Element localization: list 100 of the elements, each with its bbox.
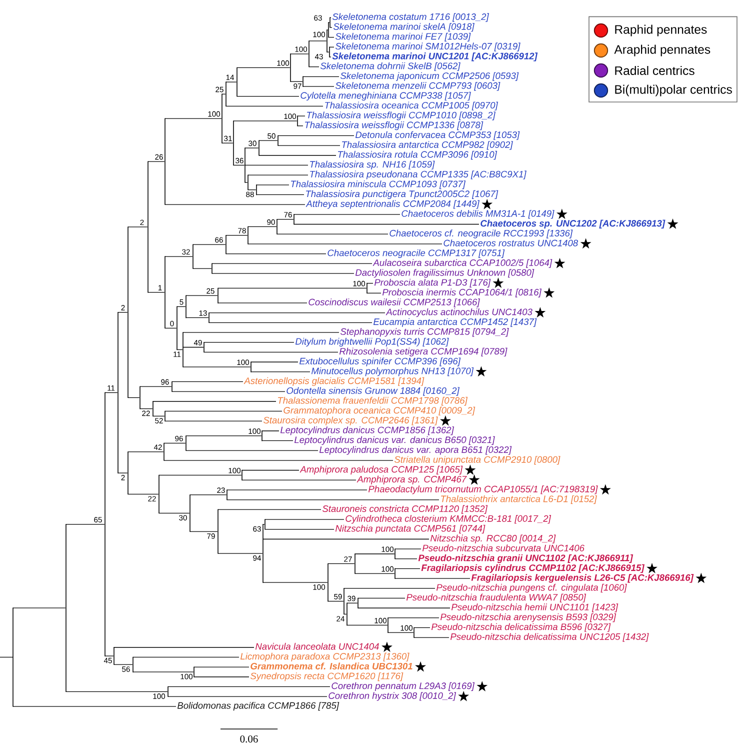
taxon-label: Stephanopyxis turris CCMP815 [0794_2] [340,328,509,337]
tree-branch [394,568,420,569]
tree-branch [186,450,318,451]
tree-branch [164,442,186,444]
tree-branch [366,292,382,294]
taxon-label: Thalassionema frauenfeldii CCMP1798 [0786] [278,396,468,406]
tree-branch [394,578,470,579]
taxon-label: Cylindrotheca closterium KMMCC:B-181 [0017_2] [346,515,552,524]
tree-branch [118,472,128,474]
taxon-label: Pseudo-nitzschia delicatissima B596 [0327] [431,623,611,632]
tree-branch [194,676,250,678]
tree-branch [244,164,308,166]
tree-branch [182,332,340,333]
tree-branch [330,27,332,28]
tree-branch [148,161,165,162]
tree-branch [236,67,290,68]
taxon-label: Fragilariopsis kerguelensis L26-C5 [AC:KJ866916] [471,574,694,583]
taxon-label: Chaetoceros neogracile CCMP1317 [0751] [328,249,505,258]
tree-branch [233,164,245,166]
tree-branch [248,189,256,190]
tree-branch [218,302,308,304]
tree-branch [346,602,358,604]
tree-branch [294,224,480,225]
taxon-label: Synedropsis recta CCMP1620 [1176] [250,672,404,682]
tree-branch [233,120,298,122]
taxon-label: Rhizosolenia setigera CCMP1694 [0789] [339,348,508,356]
taxon-label: Eucampia antarctica CCMP1452 [1437] [373,318,537,327]
tree-branch [414,627,430,628]
tree-branch [222,142,234,144]
tree-branch [186,317,209,318]
tree-branch [256,194,304,196]
taxon-label: Extubocellulus spinifer CCMP396 [696] [299,358,461,366]
tree-branch [388,632,414,633]
taxon-label: Pseudo-nitzschia pungens cf. cingulata [1060] [436,584,627,593]
tree-branch [256,184,290,186]
taxon-label: Pseudo-nitzschia arenysensis B593 [0329] [440,613,616,622]
taxon-label: Staurosira complex sp. CCMP2646 [1361] [263,416,438,426]
taxon-label: Thalassiosira miniscula CCMP1093 [0737] [291,180,466,190]
tree-branch [164,118,222,119]
tree-branch [226,499,440,500]
tree-branch [192,268,212,269]
tree-branch [164,420,262,422]
tree-branch [158,512,190,514]
tree-branch [172,381,244,382]
tree-branch [66,691,168,692]
tree-branch [114,647,254,648]
taxon-label: Phaeodactylum tricornutum CCAP1055/1 [AC:7198319] [368,485,598,494]
tree-branch [182,346,204,348]
tree-branch [226,253,326,254]
tree-branch [329,46,334,48]
tree-branch [258,140,278,141]
taxon-label: Skeletonema dohrnii SkelB [0562] [320,62,460,72]
taxon-label: Coscinodiscus wailesii CCMP2513 [1066] [308,298,480,308]
tree-branch [148,292,165,293]
tree-branch [328,600,344,602]
tree-branch [244,182,248,183]
tree-branch [394,558,418,560]
taxon-label: Leptocylindrus danicus CCMP1856 [1362] [280,426,454,436]
legend-label: Radial centrics [615,66,694,76]
tree-branch [212,263,372,264]
tree-branch [354,573,395,574]
taxon-label: Pseudo-nitzschia hemii UNC1101 [1423] [451,604,618,612]
taxon-label: Pseudo-nitzschia granii UNC1102 [AC:KJ866911] [418,554,634,564]
tree-branch [258,155,336,156]
tree-branch [132,656,240,658]
taxon-label: Licmophora paradoxa CCMP2313 [1360] [240,652,410,662]
taxon-label: Cylotella meneghiniana CCMP338 [1057] [300,92,471,101]
tree-branch [248,174,308,176]
tree-branch [394,548,422,550]
tree-branch [294,214,400,215]
taxon-label: Pseudo-nitzschia fraudulenta WWA7 [0850] [406,594,586,602]
tree-branch [276,219,294,220]
tree-branch [186,295,218,296]
tree-branch [164,460,394,461]
tree-branch [366,282,374,284]
taxon-label: Thalassiosira oceanica CCMP1005 [0970] [325,102,498,110]
taxon-label: Fragilariopsis cylindrus CCMP1102 [AC:KJ866915] [421,564,645,573]
tree-branch [176,349,183,350]
taxon-label: Actinocyclus actinochilus UNC1403 [386,308,532,318]
tree-branch [190,494,227,496]
scale-label: 0.06 [240,735,258,743]
tree-branch [218,288,367,289]
tree-branch [226,235,248,236]
tree-branch [66,524,105,525]
tree-branch [328,36,334,38]
tree-branch [212,273,354,274]
tree-branch [128,226,148,228]
taxon-label: Ditylum brightwellii Pop1(SS4) [1062] [295,338,449,347]
tree-branch [140,386,172,387]
tree-branch [346,624,388,626]
tree-branch [152,401,276,402]
taxon-label: Pseudo-nitzschia subcurvata UNC1406 [422,544,584,552]
tree-branch [164,410,282,412]
legend-label: Raphid pennates [615,24,707,36]
tree-branch [302,76,340,77]
tree-branch [172,391,286,392]
tree-branch [344,588,436,589]
taxon-label: Thalassiosira weissflogii CCMP1336 [0878] [305,121,484,130]
tree-branch [278,135,354,136]
tree-branch [140,408,153,410]
